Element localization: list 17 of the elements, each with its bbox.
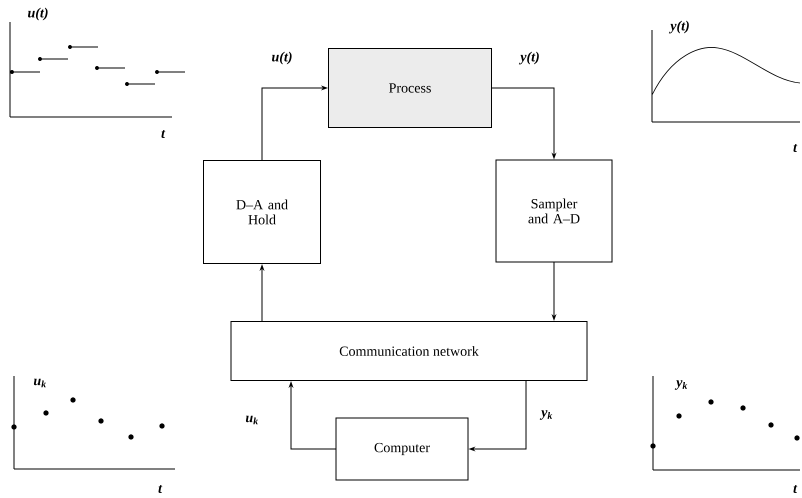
network-box: Communication network xyxy=(230,321,588,381)
edge-label: u$_{k}$ xyxy=(244,414,260,426)
edge-label: y$_{k}$ xyxy=(540,409,554,421)
axis-label: y(t) xyxy=(668,20,689,34)
edge-label: u(t) xyxy=(270,50,294,66)
process-box: Process xyxy=(328,48,492,128)
axis-label: y$_{k}$ xyxy=(674,380,688,390)
axis-label: u$_{k}$ xyxy=(34,378,46,388)
converter-box: D–A and Hold xyxy=(203,160,321,264)
computer-box: Computer xyxy=(336,418,468,480)
edge-label: y(t) xyxy=(518,50,541,66)
axis-label: t xyxy=(161,130,166,138)
axis-label: t xyxy=(794,484,798,494)
sampler-box: Sampler and A–D xyxy=(496,160,612,262)
axis-label: t xyxy=(794,144,798,152)
axis-label: u(t) xyxy=(28,8,48,20)
axis-label: t xyxy=(158,484,162,494)
